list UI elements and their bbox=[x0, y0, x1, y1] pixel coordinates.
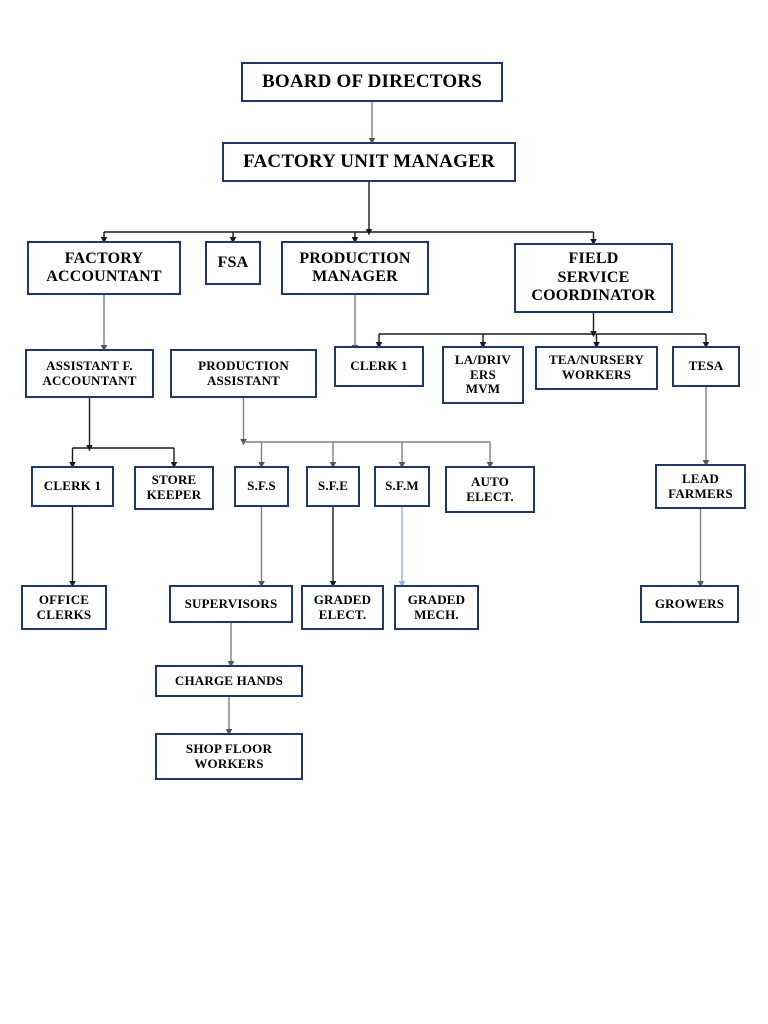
org-node-pa[interactable]: PRODUCTION ASSISTANT bbox=[170, 349, 317, 398]
org-node-fsa[interactable]: FSA bbox=[205, 241, 261, 285]
org-node-clerk1_fsc[interactable]: CLERK 1 bbox=[334, 346, 424, 387]
org-node-label: GROWERS bbox=[654, 595, 725, 611]
org-node-sfm[interactable]: S.F.M bbox=[374, 466, 430, 507]
org-node-label: GRADED ELECT. bbox=[313, 591, 372, 622]
org-node-label: FACTORY ACCOUNTANT bbox=[46, 249, 162, 285]
org-node-label: FSA bbox=[217, 253, 249, 271]
org-node-label: PRODUCTION ASSISTANT bbox=[198, 357, 289, 388]
org-node-label: CLERK 1 bbox=[43, 478, 102, 494]
org-node-clerk1_fa[interactable]: CLERK 1 bbox=[31, 466, 114, 507]
org-node-fa[interactable]: FACTORY ACCOUNTANT bbox=[27, 241, 181, 295]
org-node-tesa[interactable]: TESA bbox=[672, 346, 740, 387]
org-node-gradedmech[interactable]: GRADED MECH. bbox=[394, 585, 479, 630]
org-node-label: BOARD OF DIRECTORS bbox=[261, 71, 483, 93]
org-node-label: GRADED MECH. bbox=[407, 591, 466, 622]
org-node-sfe[interactable]: S.F.E bbox=[306, 466, 360, 507]
org-node-chargehands[interactable]: CHARGE HANDS bbox=[155, 665, 303, 697]
org-node-label: AUTO ELECT. bbox=[466, 473, 514, 504]
org-node-autoelect[interactable]: AUTO ELECT. bbox=[445, 466, 535, 513]
org-node-afa[interactable]: ASSISTANT F. ACCOUNTANT bbox=[25, 349, 154, 398]
org-node-label: LEAD FARMERS bbox=[668, 470, 733, 501]
org-node-label: S.F.E bbox=[317, 478, 349, 494]
org-node-fum[interactable]: FACTORY UNIT MANAGER bbox=[222, 142, 516, 182]
org-node-label: OFFICE CLERKS bbox=[36, 591, 92, 622]
org-node-label: FIELD SERVICE COORDINATOR bbox=[531, 250, 656, 305]
org-node-label: ASSISTANT F. ACCOUNTANT bbox=[42, 357, 137, 388]
org-node-label: STORE KEEPER bbox=[146, 472, 202, 502]
org-node-supervisors[interactable]: SUPERVISORS bbox=[169, 585, 293, 623]
org-node-ladrivers[interactable]: LA/DRIV ERS MVM bbox=[442, 346, 524, 404]
org-node-label: CHARGE HANDS bbox=[174, 672, 284, 688]
org-node-label: FACTORY UNIT MANAGER bbox=[243, 151, 495, 173]
org-node-gradedelect[interactable]: GRADED ELECT. bbox=[301, 585, 384, 630]
org-node-sfs[interactable]: S.F.S bbox=[234, 466, 289, 507]
org-node-board[interactable]: BOARD OF DIRECTORS bbox=[241, 62, 503, 102]
org-node-label: LA/DRIV ERS MVM bbox=[454, 351, 512, 397]
org-node-label: S.F.S bbox=[247, 478, 276, 494]
org-node-fsc[interactable]: FIELD SERVICE COORDINATOR bbox=[514, 243, 673, 313]
org-node-growers[interactable]: GROWERS bbox=[640, 585, 739, 623]
org-node-label: S.F.M bbox=[385, 478, 419, 494]
org-node-label: SUPERVISORS bbox=[184, 595, 278, 611]
org-node-pm[interactable]: PRODUCTION MANAGER bbox=[281, 241, 429, 295]
org-node-teanursery[interactable]: TEA/NURSERY WORKERS bbox=[535, 346, 658, 390]
org-node-leadfarmers[interactable]: LEAD FARMERS bbox=[655, 464, 746, 509]
org-node-label: SHOP FLOOR WORKERS bbox=[185, 740, 273, 771]
org-node-label: TESA bbox=[688, 358, 724, 374]
org-node-label: TEA/NURSERY WORKERS bbox=[549, 352, 644, 382]
org-node-label: CLERK 1 bbox=[350, 358, 408, 374]
org-node-storekeeper[interactable]: STORE KEEPER bbox=[134, 466, 214, 510]
org-node-shopfloor[interactable]: SHOP FLOOR WORKERS bbox=[155, 733, 303, 780]
org-node-label: PRODUCTION MANAGER bbox=[299, 249, 411, 285]
org-node-officeclerks[interactable]: OFFICE CLERKS bbox=[21, 585, 107, 630]
